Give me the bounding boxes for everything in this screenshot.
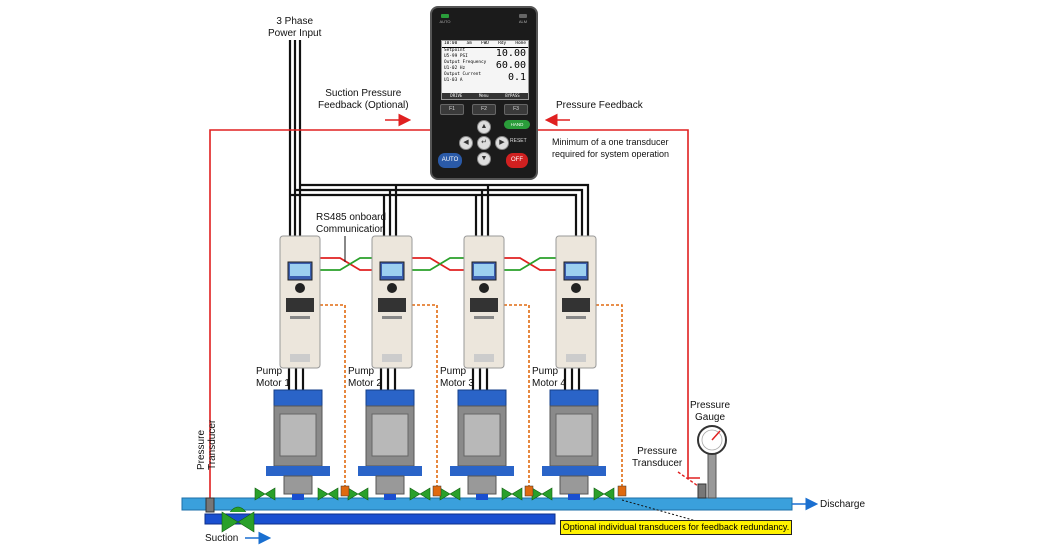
rs485-label: RS485 onboard Communication — [316, 212, 387, 235]
auto-led: AUTO — [438, 14, 452, 24]
display-line1-code: U5-99 PSI — [444, 54, 468, 59]
pump-motor-4-label: Pump Motor 4 — [532, 366, 566, 389]
power-input-label: 3 Phase Power Input — [268, 16, 322, 39]
discharge-label: Discharge — [820, 499, 866, 510]
display-ampm: am — [466, 41, 472, 46]
rs485-links — [320, 236, 556, 271]
display-mode: Home — [515, 41, 526, 46]
pressure-gauge — [697, 425, 727, 499]
piping — [181, 494, 819, 545]
alarm-led-label: ALM — [518, 19, 528, 24]
pressure-transducer-left-label: Pressure Transducer — [196, 419, 218, 470]
power-wiring — [287, 40, 590, 392]
drive-units — [279, 235, 597, 369]
display-footer-menu: Menu — [478, 93, 489, 98]
display-state: Rdy — [498, 41, 507, 46]
display-line3-code: U1-03 A — [444, 78, 463, 83]
pump-motor-4 — [542, 389, 606, 495]
note-leader — [621, 499, 701, 523]
display-line1-value: 10.00 — [495, 48, 526, 59]
pump-motor-2-label: Pump Motor 2 — [348, 366, 382, 389]
display-footer-drive: DRIVE — [450, 93, 463, 98]
keypad-display: 10:00 am FWD Rdy Home Setpoint U5-99 PSI… — [441, 40, 529, 100]
hand-button[interactable]: HAND — [504, 120, 530, 129]
optional-transducer-wiring — [320, 304, 623, 490]
auto-button[interactable]: AUTO — [438, 153, 462, 168]
off-button[interactable]: OFF — [506, 153, 528, 168]
auto-led-label: AUTO — [439, 19, 451, 24]
discharge-transducer — [697, 483, 707, 499]
drive-4 — [555, 235, 597, 369]
alarm-led: ALM — [516, 14, 530, 24]
f3-button[interactable]: F3 — [504, 104, 528, 115]
reset-button[interactable]: RESET — [510, 138, 527, 144]
drive-3 — [463, 235, 505, 369]
display-line3-value: 0.1 — [507, 72, 526, 83]
enter-button[interactable]: ↵ — [477, 136, 491, 150]
display-time: 10:00 — [444, 41, 458, 46]
suction-label: Suction — [205, 533, 239, 544]
optional-transducers-note: Optional individual transducers for feed… — [560, 520, 792, 535]
pump-motors — [266, 389, 606, 495]
pump-motor-1 — [266, 389, 330, 495]
pump-motor-3-label: Pump Motor 3 — [440, 366, 474, 389]
left-arrow-button[interactable]: ◀ — [459, 136, 473, 150]
display-line3-label: Output Current — [444, 72, 482, 77]
valves — [221, 487, 615, 533]
drive-1 — [279, 235, 321, 369]
display-line2-code: U1-02 Hz — [444, 66, 466, 71]
suction-header-pipe — [204, 513, 556, 525]
pressure-transducer-right-label: Pressure Transducer — [632, 446, 683, 469]
display-line2-label: Output Frequency — [444, 60, 487, 65]
f2-button[interactable]: F2 — [472, 104, 496, 115]
pump-motor-1-label: Pump Motor 1 — [256, 366, 290, 389]
display-direction: FWD — [481, 41, 489, 46]
minimum-transducer-note: Minimum of a one transducer required for… — [552, 137, 670, 159]
display-line1-label: Setpoint — [444, 48, 466, 53]
pressure-feedback-label: Pressure Feedback — [556, 100, 643, 111]
suction-pressure-label: Suction Pressure Feedback (Optional) — [318, 88, 409, 111]
down-arrow-button[interactable]: ▼ — [477, 152, 491, 166]
display-line2-value: 60.00 — [495, 60, 526, 71]
right-arrow-button[interactable]: ▶ — [495, 136, 509, 150]
pump-motor-2 — [358, 389, 422, 495]
transducers — [205, 471, 707, 513]
suction-transducer — [205, 497, 215, 513]
feedback-wiring — [209, 113, 700, 500]
pump-motor-3 — [450, 389, 514, 495]
up-arrow-button[interactable]: ▲ — [477, 120, 491, 134]
f1-button[interactable]: F1 — [440, 104, 464, 115]
display-footer-bypass: BYPASS — [505, 93, 520, 98]
keypad-operator: AUTO ALM 10:00 am FWD Rdy Home Setpoint … — [430, 6, 538, 180]
drive-2 — [371, 235, 413, 369]
pressure-gauge-label: Pressure Gauge — [690, 400, 731, 423]
